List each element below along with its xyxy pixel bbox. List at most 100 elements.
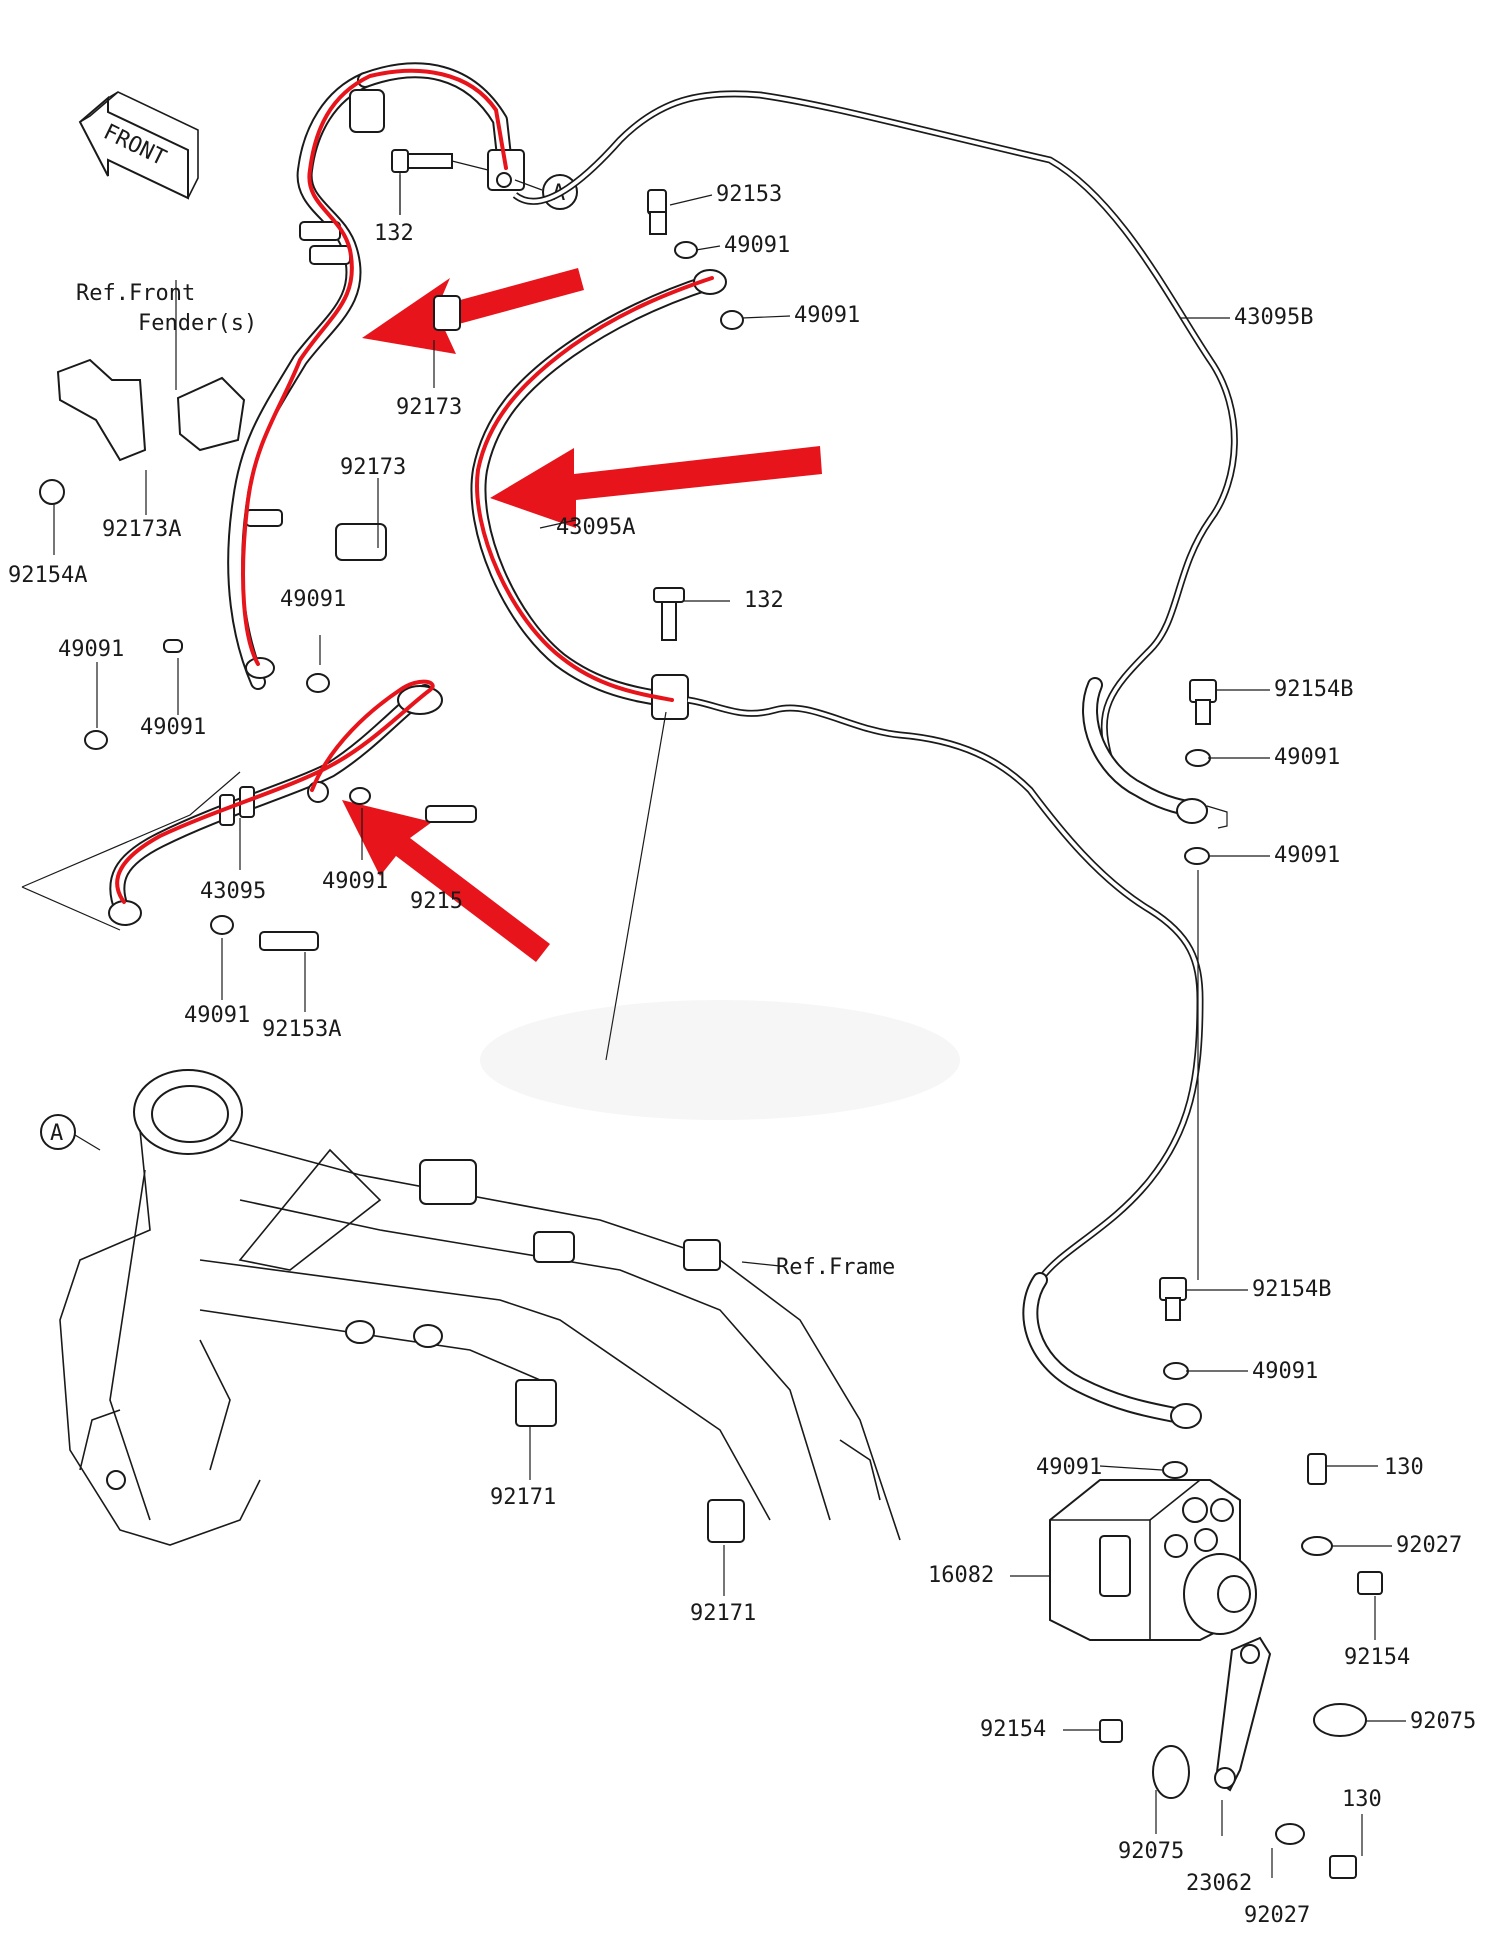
highlight-trace-lower — [115, 679, 435, 904]
banjo-fitting-43095b — [1176, 798, 1208, 824]
part-label-43095b: 43095B — [1234, 305, 1313, 330]
washer-92027-lower — [1275, 1823, 1305, 1845]
washer-49091-c — [163, 639, 183, 653]
clip-92173 — [335, 523, 387, 561]
part-label-23062: 23062 — [1186, 1871, 1252, 1896]
front-direction-arrow: FRONT — [78, 91, 199, 200]
banjo-fitting-43095a — [693, 269, 727, 295]
banjo-fitting-left — [245, 657, 275, 679]
bolt-130-upper — [1307, 1453, 1327, 1485]
frame-bracket-top — [419, 1159, 477, 1205]
bolt-92154-left — [1099, 1719, 1123, 1743]
part-label-43095: 43095 — [200, 879, 266, 904]
bolt-132-mid — [661, 597, 677, 641]
svg-text:A: A — [50, 1121, 63, 1146]
motorcycle-frame — [59, 1069, 901, 1546]
part-label-92171-b: 92171 — [690, 1601, 756, 1626]
banjo-fitting-abs-upper — [1170, 1403, 1202, 1429]
rubber-pad-92171-a — [515, 1379, 557, 1427]
rubber-pad-92171-b — [707, 1499, 745, 1543]
part-label-49091-g: 49091 — [184, 1003, 250, 1028]
part-label-92075-b: 92075 — [1118, 1839, 1184, 1864]
part-label-49091-h: 49091 — [1274, 745, 1340, 770]
ref-frame: Ref.Frame — [776, 1255, 895, 1280]
background-watermark — [480, 1000, 960, 1120]
bolt-92154b-upper — [1189, 679, 1217, 703]
hardware-glyphs — [84, 189, 1383, 1879]
hose-clamp-lower — [245, 509, 283, 527]
washer-49091-a — [674, 241, 698, 259]
part-label-92154-a: 92154 — [1344, 1645, 1410, 1670]
red-arrow-upper — [362, 268, 584, 354]
hose-clamp-upper-2 — [309, 245, 351, 265]
fender-bracket-92173a — [39, 295, 461, 561]
part-label-130-a: 130 — [1384, 1455, 1424, 1480]
part-label-43095a: 43095A — [556, 515, 635, 540]
highlight-trace-upper — [241, 68, 508, 666]
part-label-49091-j: 49091 — [1252, 1359, 1318, 1384]
part-label-16082: 16082 — [928, 1563, 994, 1588]
part-label-92154b-b: 92154B — [1252, 1277, 1331, 1302]
highlight-trace-middle — [475, 276, 714, 702]
part-label-92173-a: 92173 — [396, 395, 462, 420]
bolt-92154-right — [1357, 1571, 1383, 1595]
brake-pipe-to-abs — [687, 696, 1204, 1429]
red-arrow-lower — [342, 800, 550, 962]
leader-lines — [53, 175, 1406, 1878]
part-label-92153a: 92153A — [262, 1017, 341, 1042]
part-label-92154-b: 92154 — [980, 1717, 1046, 1742]
washer-49091-b — [720, 310, 744, 330]
part-label-49091-f: 49091 — [322, 869, 388, 894]
hose-clamp-upper — [299, 221, 341, 241]
part-label-49091-a: 49091 — [724, 233, 790, 258]
part-label-130-b: 130 — [1342, 1787, 1382, 1812]
part-label-92171-a: 92171 — [490, 1485, 556, 1510]
washer-49091-e — [84, 730, 108, 750]
part-label-49091-d: 49091 — [58, 637, 124, 662]
part-label-92027-b: 92027 — [1244, 1903, 1310, 1928]
abs-unit-16082 — [1049, 1479, 1272, 1792]
banjo-fitting-43095-left — [108, 900, 142, 926]
washer-49091-k — [1162, 1461, 1188, 1479]
bolt-132-top — [391, 149, 489, 215]
bolt-92153-head — [647, 189, 667, 215]
bolt-130-lower — [1329, 1855, 1357, 1879]
ref-front-fender-line1: Ref.Front — [76, 281, 195, 306]
part-label-49091-b: 49091 — [794, 303, 860, 328]
part-label-132-top: 132 — [374, 221, 414, 246]
part-label-92027-a: 92027 — [1396, 1533, 1462, 1558]
ref-front-fender-line2: Fender(s) — [138, 311, 257, 336]
washer-49091-g — [210, 915, 234, 935]
washer-49091-f — [349, 787, 371, 805]
part-label-92075-a: 92075 — [1410, 1709, 1476, 1734]
part-label-92173a: 92173A — [102, 517, 181, 542]
bolt-92153a — [259, 931, 319, 951]
part-label-92153: 92153 — [716, 182, 782, 207]
screw-92154a — [39, 479, 65, 505]
callout-a-frame: A — [40, 1114, 101, 1151]
hose-grommet-top — [349, 89, 385, 133]
banjo-fitting-43095-right — [307, 781, 329, 803]
washer-49091-d — [306, 673, 330, 693]
part-label-92154b-a: 92154B — [1274, 677, 1353, 702]
part-label-49091-i: 49091 — [1274, 843, 1340, 868]
highlight-traces — [115, 68, 714, 904]
part-label-92154a: 92154A — [8, 563, 87, 588]
washer-49091-i — [1184, 847, 1210, 865]
brake-pipe-43095b — [512, 90, 1238, 829]
part-label-92153-partial: 9215 — [410, 889, 463, 914]
red-arrow-middle — [490, 446, 822, 528]
washer-49091-j — [1163, 1362, 1189, 1380]
part-label-49091-e: 49091 — [140, 715, 206, 740]
grommet-92075-left — [1152, 1745, 1190, 1799]
upper-left-brake-hose — [227, 62, 525, 690]
clip-92173-upper — [433, 295, 461, 331]
bolt-92154b-lower — [1159, 1277, 1187, 1301]
grommet-92075-right — [1313, 1703, 1367, 1737]
part-label-49091-c: 49091 — [280, 587, 346, 612]
part-label-92173-b: 92173 — [340, 455, 406, 480]
bolt-92153-partial — [425, 805, 477, 823]
part-label-132-mid: 132 — [744, 588, 784, 613]
